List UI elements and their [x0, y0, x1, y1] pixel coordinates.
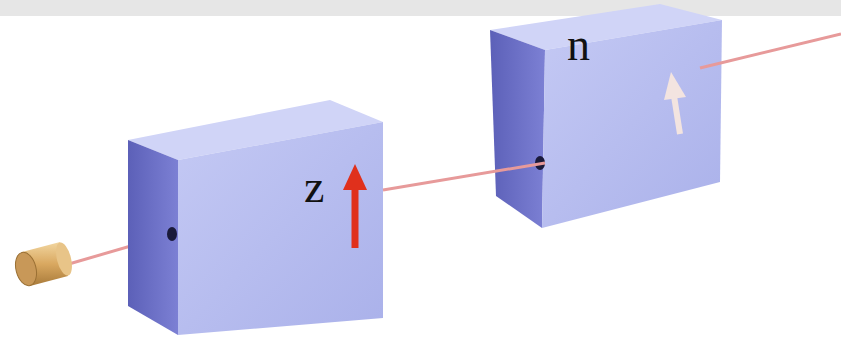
field-arrow — [664, 72, 686, 134]
beam — [700, 34, 841, 68]
magnet-n — [490, 4, 722, 228]
magnet-face: n — [545, 20, 720, 228]
beam — [383, 163, 545, 190]
source-cylinder — [12, 241, 75, 288]
magnet-z — [128, 100, 383, 335]
axis-label: n — [567, 22, 590, 68]
field-arrow — [343, 164, 367, 248]
magnet-face: z — [178, 160, 383, 320]
axis-label: z — [304, 164, 324, 210]
top-band — [0, 0, 841, 16]
